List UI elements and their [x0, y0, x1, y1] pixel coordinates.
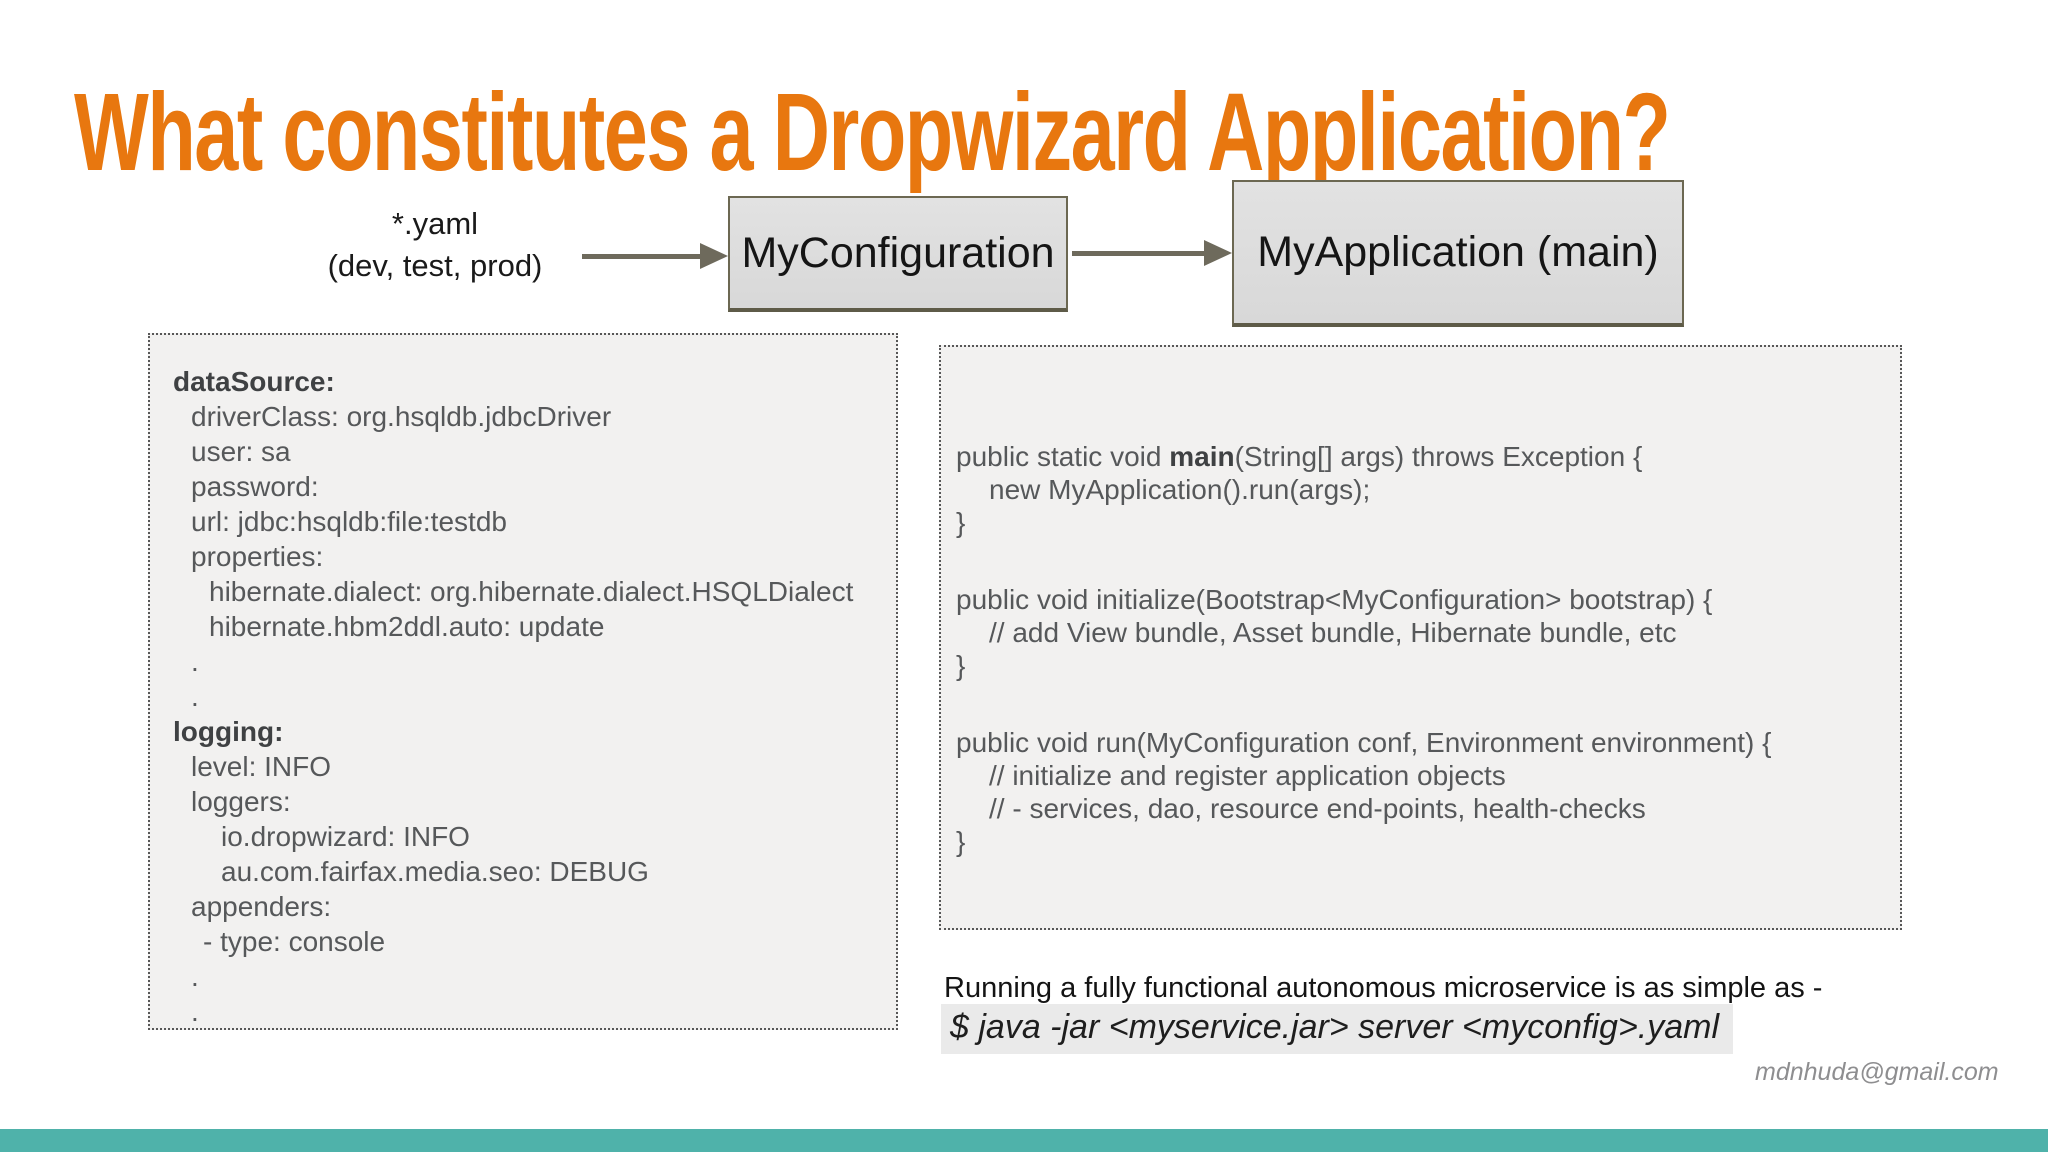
yaml-line: dataSource: — [173, 366, 335, 397]
main-keyword: main — [1169, 441, 1235, 472]
java-line: } — [956, 507, 966, 538]
myconfiguration-box-label: MyConfiguration — [741, 228, 1055, 277]
run-command: $ java -jar <myservice.jar> server <myco… — [941, 1004, 1734, 1054]
run-caption: Running a fully functional autonomous mi… — [944, 972, 1823, 1004]
yaml-line: password: — [191, 471, 319, 502]
yaml-line: . — [191, 681, 199, 712]
java-line: public void run(MyConfiguration conf, En… — [956, 727, 1772, 758]
yaml-line: au.com.fairfax.media.seo: DEBUG — [221, 856, 649, 887]
arrow-head-icon — [700, 243, 728, 269]
java-line: // - services, dao, resource end-points,… — [989, 793, 1646, 824]
yaml-line: url: jdbc:hsqldb:file:testdb — [191, 506, 507, 537]
yaml-line: user: sa — [191, 436, 291, 467]
java-line: public static void main(String[] args) t… — [956, 441, 1643, 472]
java-line: public void initialize(Bootstrap<MyConfi… — [956, 584, 1713, 615]
java-line: new MyApplication().run(args); — [989, 474, 1371, 505]
yaml-line: io.dropwizard: INFO — [221, 821, 470, 852]
yaml-config-panel: dataSource: driverClass: org.hsqldb.jdbc… — [148, 333, 898, 1030]
bottom-accent-bar — [0, 1129, 2048, 1152]
yaml-file-label-line2: (dev, test, prod) — [327, 248, 543, 283]
yaml-line: properties: — [191, 541, 324, 572]
myconfiguration-box: MyConfiguration — [728, 196, 1068, 312]
java-main-block: public static void main(String[] args) t… — [956, 440, 1892, 539]
yaml-line: level: INFO — [191, 751, 332, 782]
java-run-block: public void run(MyConfiguration conf, En… — [956, 726, 1892, 858]
yaml-file-label: *.yaml (dev, test, prod) — [280, 203, 590, 287]
java-initialize-block: public void initialize(Bootstrap<MyConfi… — [956, 583, 1892, 682]
java-line: } — [956, 650, 966, 681]
arrow-head-icon — [1204, 240, 1232, 266]
myapplication-box: MyApplication (main) — [1232, 180, 1684, 327]
myapplication-box-label: MyApplication (main) — [1257, 228, 1659, 276]
java-line: // initialize and register application o… — [989, 760, 1506, 791]
flow-arrow-config-to-app — [1072, 240, 1232, 267]
yaml-line: . — [191, 646, 199, 677]
yaml-file-label-line1: *.yaml — [391, 206, 479, 241]
java-line: } — [956, 826, 966, 857]
yaml-line: . — [191, 961, 199, 992]
yaml-line: logging: — [173, 716, 284, 747]
java-line: // add View bundle, Asset bundle, Hibern… — [989, 617, 1677, 648]
arrow-shaft — [1072, 251, 1206, 256]
yaml-line: . — [191, 996, 199, 1027]
yaml-line: hibernate.hbm2ddl.auto: update — [209, 611, 605, 642]
yaml-line: appenders: — [191, 891, 332, 922]
yaml-line: driverClass: org.hsqldb.jdbcDriver — [191, 401, 612, 432]
arrow-shaft — [582, 254, 702, 259]
java-code-panel: public static void main(String[] args) t… — [939, 345, 1902, 930]
flow-arrow-yaml-to-config — [582, 243, 728, 270]
yaml-line: loggers: — [191, 786, 291, 817]
yaml-line: - type: console — [203, 926, 386, 957]
page-title: What constitutes a Dropwizard Applicatio… — [74, 71, 1671, 194]
yaml-line: hibernate.dialect: org.hibernate.dialect… — [209, 576, 854, 607]
footer-email: mdnhuda@gmail.com — [1755, 1058, 1999, 1086]
